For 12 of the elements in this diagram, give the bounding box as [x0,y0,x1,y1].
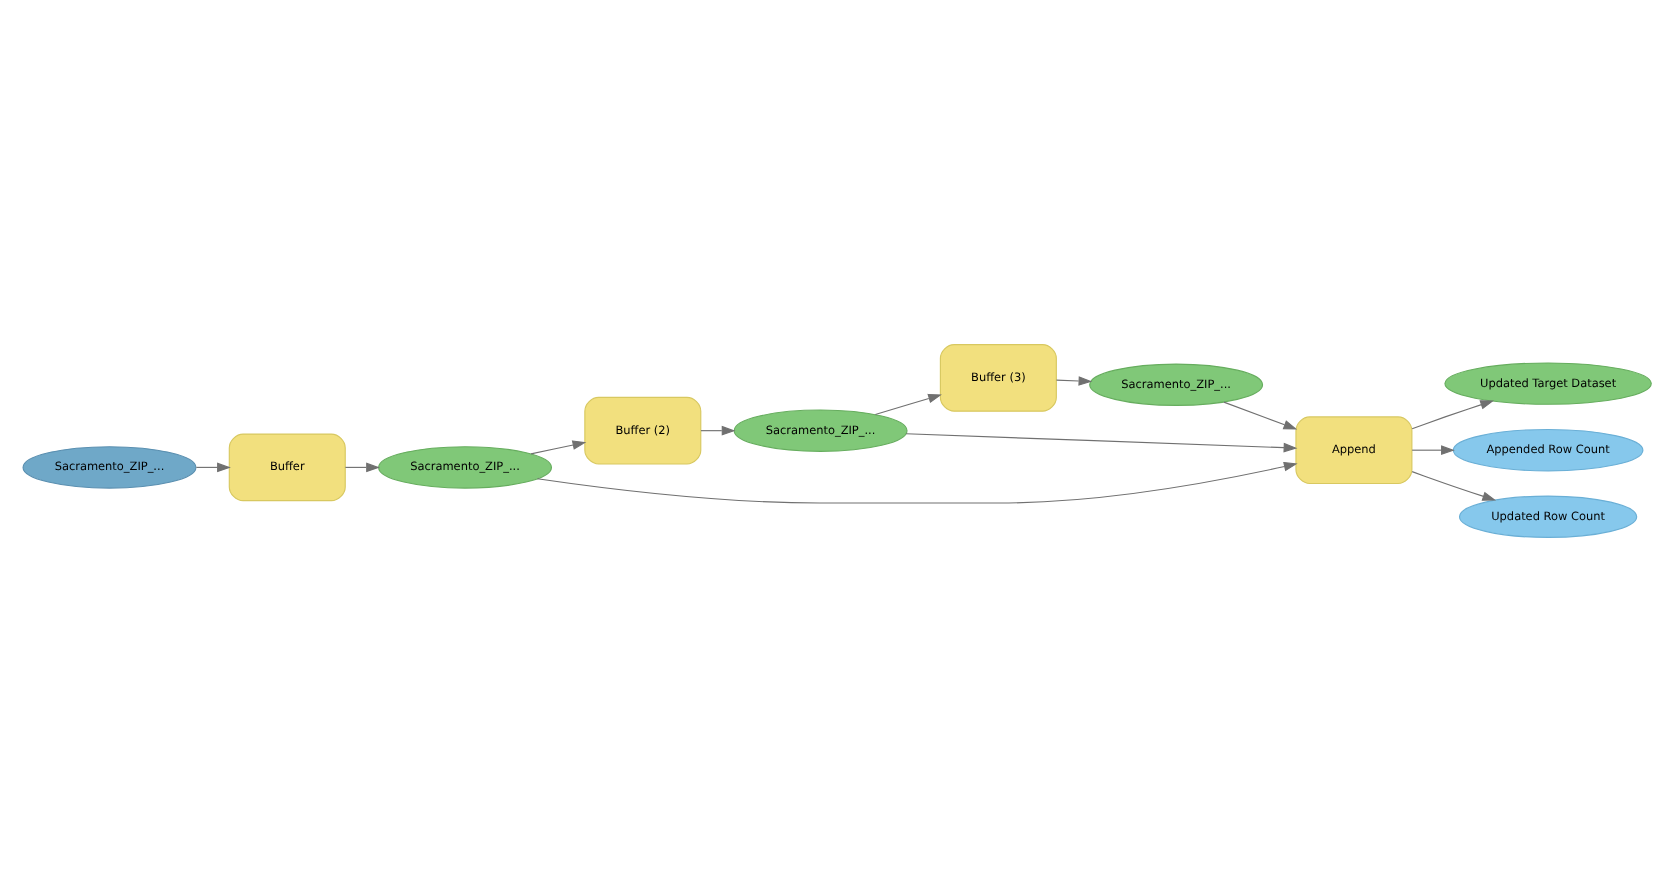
arrow [529,439,586,454]
arrow [1410,444,1454,454]
arrow [343,461,379,472]
arrow [1054,375,1092,385]
arrow [194,461,230,472]
arrow [1222,400,1297,429]
arrow [1410,399,1494,429]
arrow [904,432,1297,452]
arrow [699,424,735,435]
arrow [535,460,1297,503]
arrow [873,392,941,415]
arrow [1410,470,1496,500]
